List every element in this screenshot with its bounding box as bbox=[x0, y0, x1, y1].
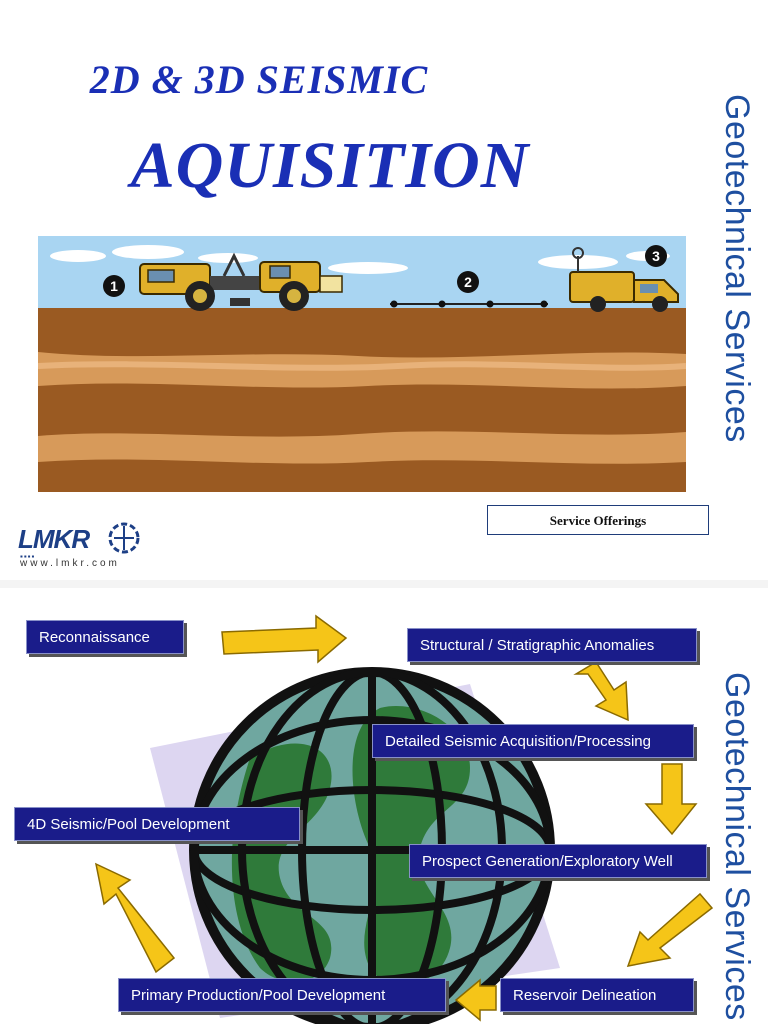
recording-truck-icon bbox=[569, 247, 679, 312]
title-line-2: AQUISITION bbox=[130, 129, 530, 202]
step-marker-1 bbox=[103, 275, 125, 297]
step-primary-production[interactable]: Primary Production/Pool Development bbox=[118, 978, 446, 1012]
slide-separator bbox=[0, 580, 768, 588]
title-line-1: 2D & 3D SEISMIC bbox=[89, 57, 429, 102]
step-marker-2 bbox=[457, 271, 479, 293]
marker-label-3: 3 bbox=[652, 248, 660, 264]
step-marker-3 bbox=[645, 245, 667, 267]
arrow-down-icon-1 bbox=[644, 763, 698, 836]
arrow-right-icon bbox=[221, 614, 348, 664]
arrow-down-right-icon bbox=[573, 660, 629, 722]
step-prospect-generation[interactable]: Prospect Generation/Exploratory Well bbox=[409, 844, 707, 878]
arrow-down-left-icon bbox=[626, 892, 714, 967]
slide-exploration-cycle: Reconnaissance Structural / Stratigraphi… bbox=[0, 588, 768, 1024]
step-reservoir-delineation[interactable]: Reservoir Delineation bbox=[500, 978, 694, 1012]
logo-globe-icon bbox=[108, 522, 140, 554]
logo-url: www.lmkr.com bbox=[20, 558, 120, 569]
step-4d-seismic[interactable]: 4D Seismic/Pool Development bbox=[14, 807, 300, 841]
service-offerings-button[interactable]: Service Offerings bbox=[487, 505, 709, 535]
arrow-up-left-icon bbox=[94, 862, 176, 974]
marker-label-2: 2 bbox=[464, 274, 472, 290]
step-reconnaissance[interactable]: Reconnaissance bbox=[26, 620, 184, 654]
logo-wordmark: LMKR bbox=[18, 524, 90, 554]
side-title-2: Geotechnical Services bbox=[718, 672, 756, 1021]
side-title: Geotechnical Services bbox=[718, 94, 756, 443]
arrow-left-icon bbox=[454, 978, 497, 1022]
geophone-line bbox=[390, 300, 548, 308]
slide-seismic-acquisition: 2D & 3D SEISMIC AQUISITION bbox=[18, 57, 756, 570]
marker-label-1: 1 bbox=[110, 278, 118, 294]
cycle-arrows bbox=[94, 614, 714, 1022]
step-structural-anomalies[interactable]: Structural / Stratigraphic Anomalies bbox=[407, 628, 697, 662]
seismic-acquisition-illustration: 1 2 3 bbox=[38, 236, 686, 492]
logo-dots: ▪▪▪▪ bbox=[20, 552, 36, 561]
step-detailed-seismic[interactable]: Detailed Seismic Acquisition/Processing bbox=[372, 724, 694, 758]
lmkr-logo: LMKR ▪▪▪▪ www.lmkr.com bbox=[18, 518, 148, 570]
vibroseis-truck-icon bbox=[139, 252, 343, 311]
